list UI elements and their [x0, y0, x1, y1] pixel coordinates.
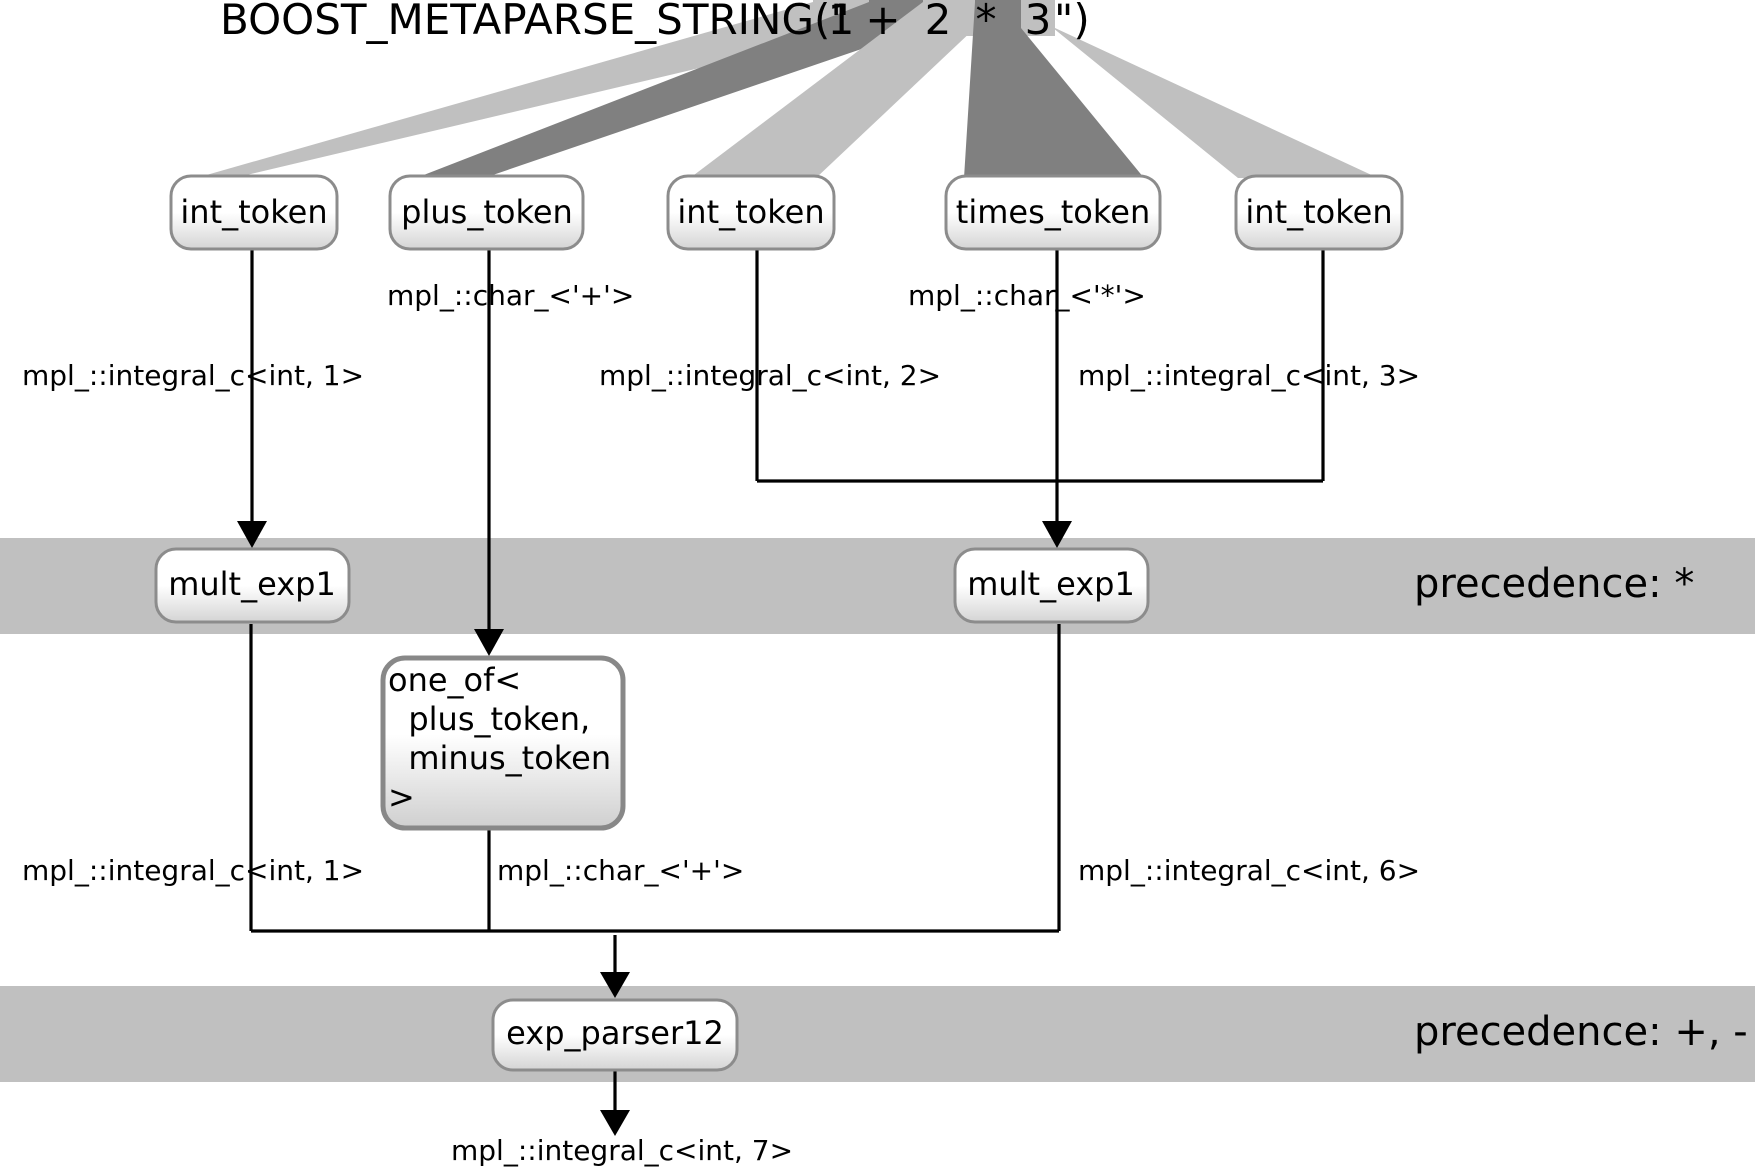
node-int-token-1-label: int_token [180, 193, 327, 231]
title-char-3: 3 [1025, 0, 1052, 44]
edge-label-int2: mpl_::integral_c<int, 2> [599, 359, 941, 392]
band-add-label: precedence: +, - [1414, 1009, 1748, 1055]
node-times-token: times_token [944, 174, 1162, 251]
title-char-1: 1 [828, 0, 855, 44]
node-one-of-line-2: plus_token, [388, 700, 590, 738]
arrow-exp-out [600, 1110, 630, 1136]
fan-char-1 [196, 2, 869, 178]
fan-char-times [964, 2, 1144, 178]
arrow-to-mult-right [1042, 521, 1072, 548]
node-mult-exp1-left-label: mult_exp1 [168, 565, 336, 603]
band-mult-label: precedence: * [1414, 561, 1694, 607]
node-plus-token-label: plus_token [401, 193, 573, 231]
node-mult-exp1-right: mult_exp1 [953, 547, 1150, 624]
node-exp-parser12: exp_parser12 [491, 998, 739, 1072]
node-one-of: one_of< plus_token, minus_token > [380, 655, 626, 831]
node-int-token-2: int_token [666, 174, 836, 251]
edge-label-int1-again: mpl_::integral_c<int, 1> [22, 854, 364, 887]
edge-label-int1: mpl_::integral_c<int, 1> [22, 359, 364, 392]
title-suffix: ") [1054, 0, 1090, 44]
node-one-of-line-1: one_of< [388, 661, 521, 699]
edge-label-int3: mpl_::integral_c<int, 3> [1078, 359, 1420, 392]
title-prefix: BOOST_METAPARSE_STRING(" [220, 0, 850, 44]
edge-label-plus-char: mpl_::char_<'+'> [387, 279, 634, 312]
node-int-token-3: int_token [1234, 174, 1404, 251]
edge-label-plus-char-again: mpl_::char_<'+'> [497, 854, 744, 887]
node-one-of-line-4: > [388, 778, 415, 816]
edge-label-times-char: mpl_::char_<'*'> [908, 279, 1146, 312]
node-int-token-2-label: int_token [677, 193, 824, 231]
node-times-token-label: times_token [956, 193, 1150, 231]
band-add [0, 986, 1755, 1082]
node-exp-parser12-label: exp_parser12 [506, 1014, 724, 1052]
node-mult-exp1-left: mult_exp1 [154, 547, 351, 624]
title-char-times: * [976, 0, 997, 44]
title-char-plus: + [865, 0, 900, 44]
edge-label-int6: mpl_::integral_c<int, 6> [1078, 854, 1420, 887]
fan-char-plus [416, 2, 923, 178]
arrow-to-mult-left [237, 521, 267, 548]
node-int-token-1: int_token [169, 174, 339, 251]
node-int-token-3-label: int_token [1245, 193, 1392, 231]
node-one-of-line-3: minus_token [388, 739, 611, 777]
node-plus-token: plus_token [388, 174, 585, 251]
node-mult-exp1-right-label: mult_exp1 [967, 565, 1135, 603]
edge-label-int7: mpl_::integral_c<int, 7> [451, 1134, 793, 1167]
title-char-2: 2 [925, 0, 952, 44]
arrow-to-exp [600, 972, 630, 998]
fan-char-3 [1021, 2, 1378, 178]
arrow-to-oneof [474, 629, 504, 656]
fan-char-2 [690, 2, 975, 178]
